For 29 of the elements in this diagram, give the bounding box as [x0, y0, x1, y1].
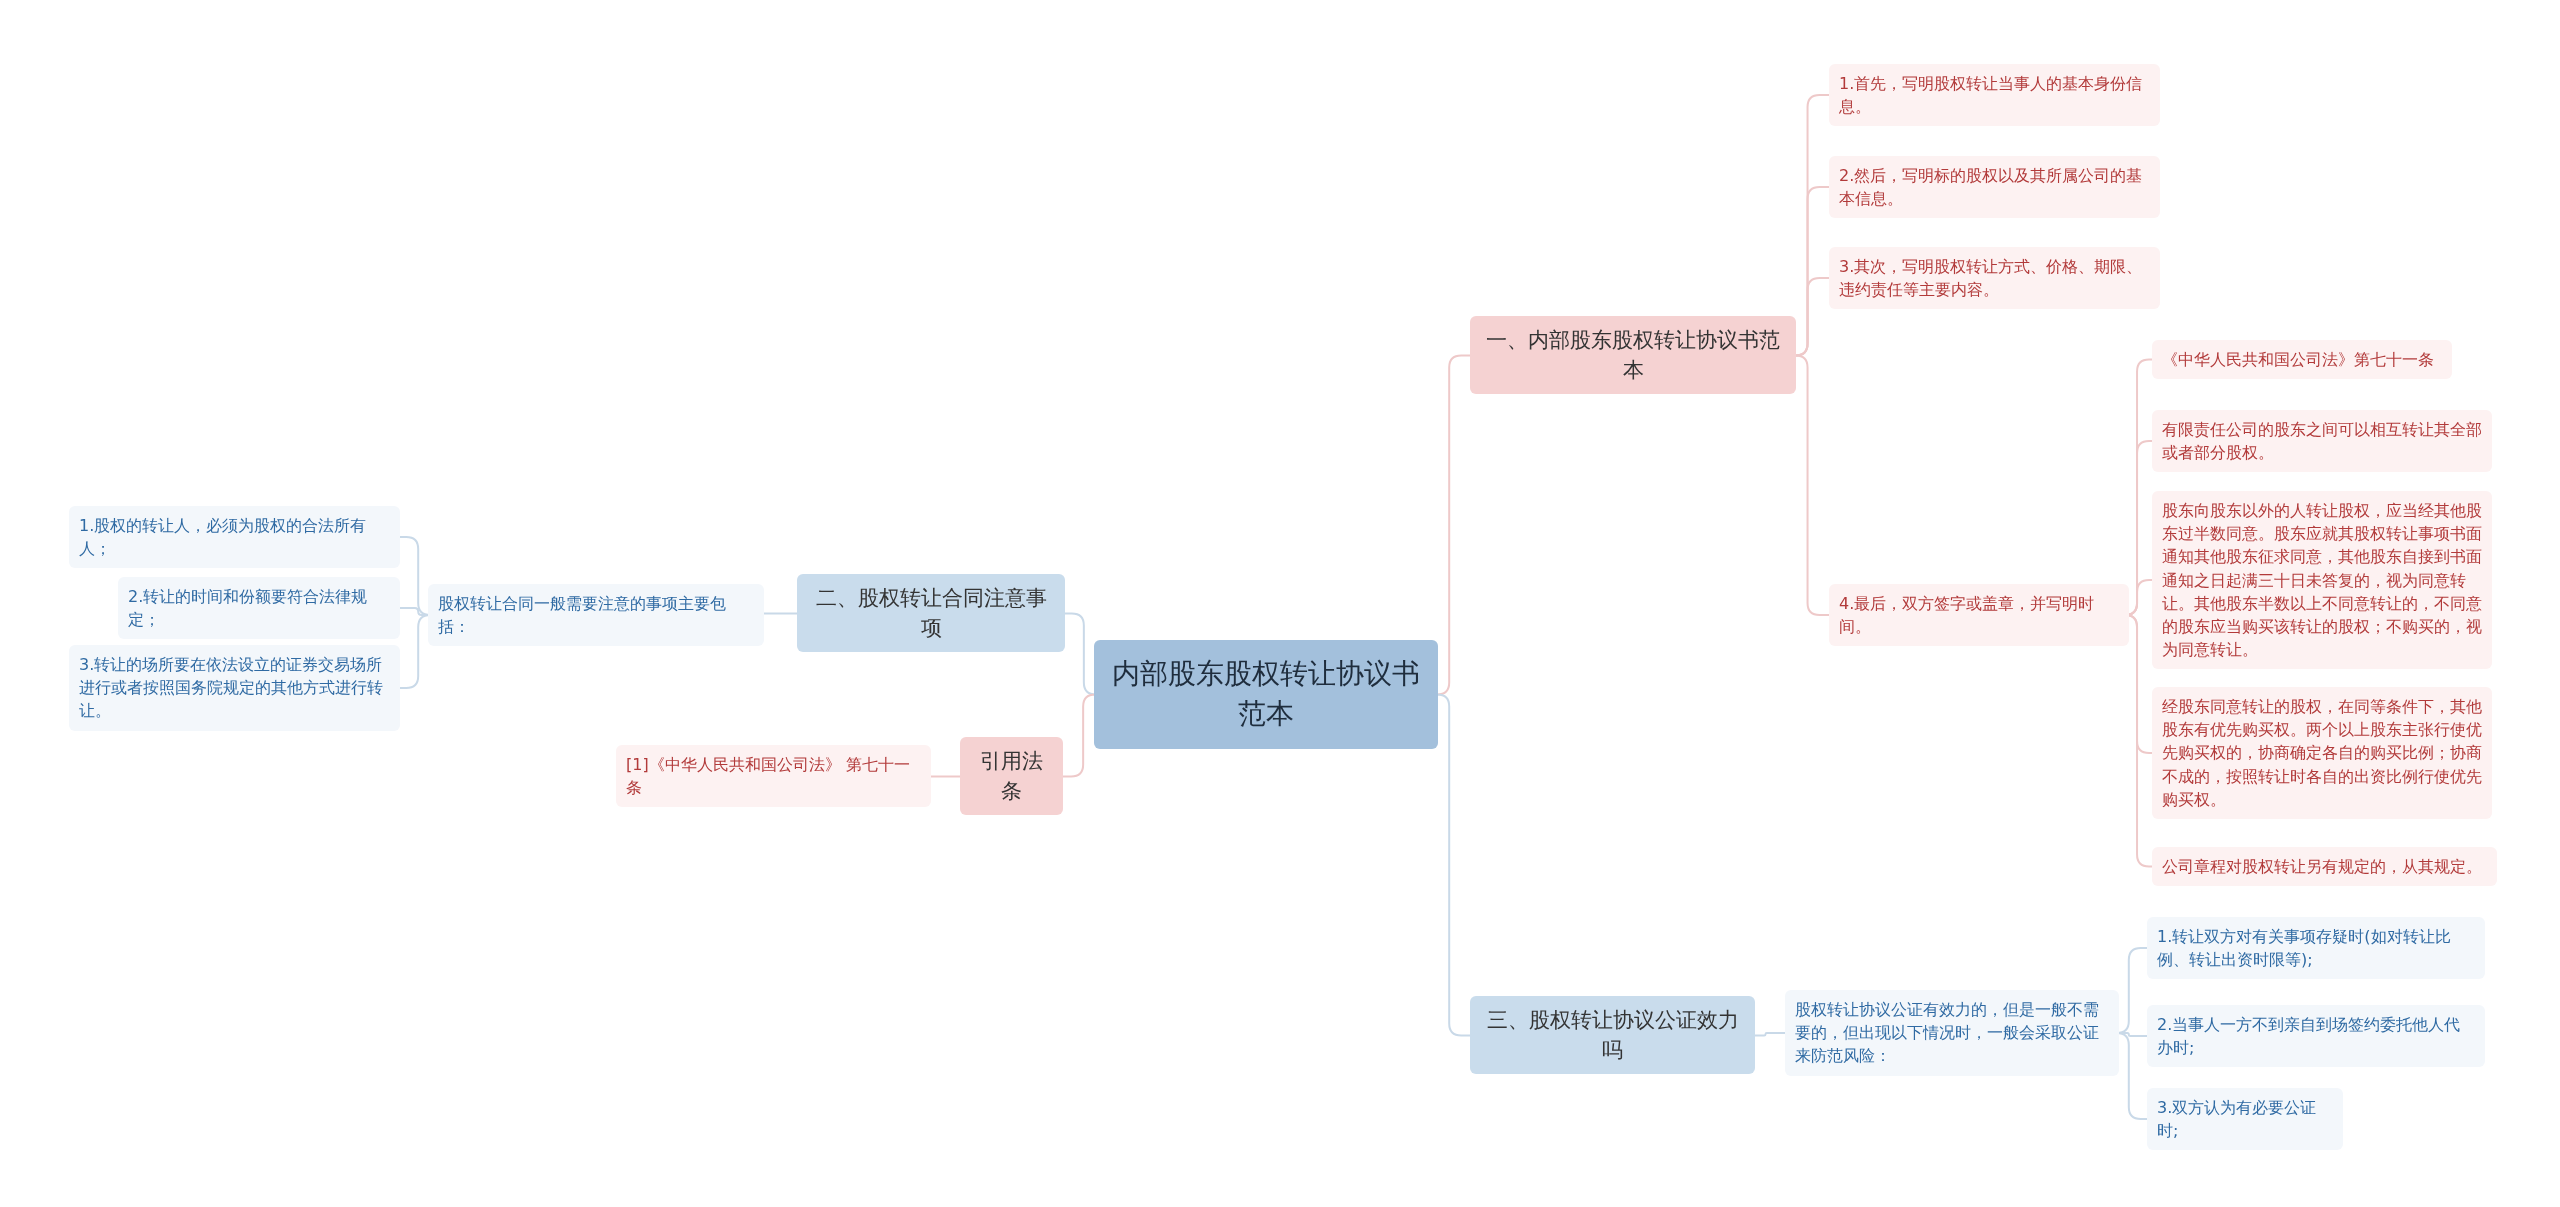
- root-topic-box: 内部股东股权转让协议书范本: [1094, 639, 1438, 749]
- subtopic-box: 3.双方认为有必要公证时;: [2147, 1088, 2343, 1151]
- connector-line: [1436, 693, 1471, 1037]
- subtopic-box: 股东向股东以外的人转让股权，应当经其他股东过半数同意。股东应就其股权转让事项书面通知其他股东征求同意，其他股东自接到书面通知之日起满三十日未答复的，视为同意转让。其他股东半数以上不同意转让的，不同意的股东应当购买该转让的股权；不购买的，视为同意转让。: [2152, 491, 2492, 670]
- subtopic-box: 有限责任公司的股东之间可以相互转让其全部或者部分股权。: [2152, 410, 2492, 473]
- topic-box: 三、股权转让协议公证效力吗: [1470, 995, 1755, 1075]
- subtopic-box: 4.最后，双方签字或盖章，并写明时间。: [1829, 584, 2129, 647]
- subtopic-box: 1.股权的转让人，必须为股权的合法所有人；: [69, 506, 400, 569]
- subtopic-box: 3.转让的场所要在依法设立的证券交易场所进行或者按照国务院规定的其他方式进行转让。: [69, 645, 400, 731]
- subtopic-box: 1.转让双方对有关事项存疑时(如对转让比例、转让出资时限等);: [2147, 917, 2485, 980]
- subtopic-box: 2.当事人一方不到亲自到场签约委托他人代办时;: [2147, 1005, 2485, 1068]
- subtopic-box: 股权转让协议公证有效力的，但是一般不需要的，但出现以下情况时，一般会采取公证来防范风险：: [1785, 990, 2119, 1076]
- topic-box: 一、内部股东股权转让协议书范本: [1470, 315, 1796, 395]
- subtopic-box: 经股东同意转让的股权，在同等条件下，其他股东有优先购买权。两个以上股东主张行使优先购买权的，协商确定各自的购买比例；协商不成的，按照转让时各自的出资比例行使优先购买权。: [2152, 687, 2492, 819]
- subtopic-box: 2.然后，写明标的股权以及其所属公司的基本信息。: [1829, 156, 2160, 219]
- connector-line: [1794, 354, 1830, 616]
- connector-line: [930, 775, 961, 778]
- connector-line: [1754, 1032, 1786, 1037]
- subtopic-box: 股权转让合同一般需要注意的事项主要包括：: [428, 584, 764, 647]
- subtopic-box: 3.其次，写明股权转让方式、价格、期限、违约责任等主要内容。: [1829, 247, 2160, 310]
- subtopic-box: 1.首先，写明股权转让当事人的基本身份信息。: [1829, 64, 2160, 127]
- subtopic-box: [1]《中华人民共和国公司法》 第七十一条: [616, 745, 931, 808]
- subtopic-box: 公司章程对股权转让另有规定的，从其规定。: [2152, 846, 2497, 886]
- connector-line: [1436, 354, 1471, 696]
- topic-box: 二、股权转让合同注意事项: [797, 573, 1065, 653]
- topic-box: 引用法条: [960, 736, 1063, 816]
- subtopic-box: 《中华人民共和国公司法》第七十一条: [2152, 339, 2452, 379]
- subtopic-box: 2.转让的时间和份额要符合法律规定；: [118, 577, 400, 640]
- connector-line: [763, 612, 798, 615]
